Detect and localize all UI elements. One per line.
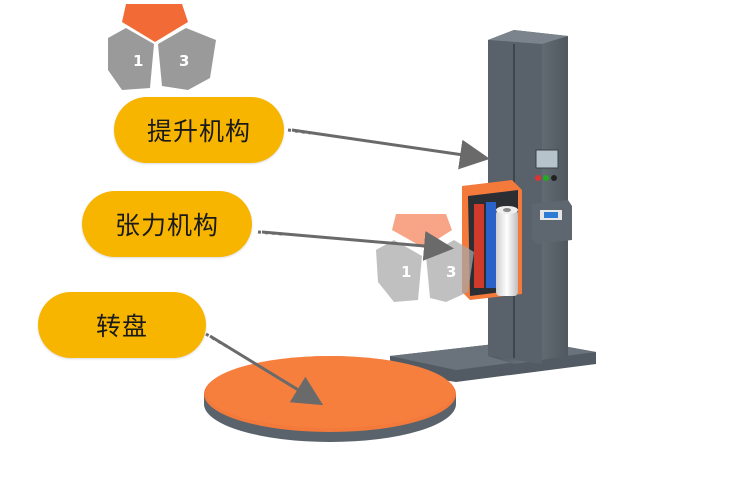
film-roll (496, 210, 518, 296)
control-button (535, 175, 541, 181)
callout-lift-mechanism: 提升机构 (114, 97, 284, 163)
callout-turntable-label: 转盘 (95, 312, 148, 341)
watermark-right-digit: 3 (446, 263, 456, 281)
callout-lift-label: 提升机构 (146, 117, 251, 146)
turntable-arrow (209, 334, 324, 406)
callout-tension-label: 张力机构 (114, 211, 219, 240)
brand-logo: 1 3 (108, 4, 216, 90)
lift-arrow (291, 128, 490, 170)
turntable-arrow-dots (205, 332, 229, 349)
turntable (204, 356, 456, 442)
watermark-logo: 1 3 (376, 214, 474, 302)
film-carriage (462, 180, 522, 300)
watermark-left-digit: 1 (401, 263, 411, 281)
callout-turntable: 转盘 (38, 292, 206, 358)
logo-right-face (158, 28, 216, 90)
logo-left-digit: 1 (133, 52, 143, 70)
control-display (535, 149, 559, 169)
logo-right-digit: 3 (179, 52, 189, 70)
control-button (551, 175, 557, 181)
tension-arrow (261, 230, 454, 261)
control-button (543, 175, 549, 181)
control-box (532, 200, 572, 244)
logo-left-face (108, 28, 154, 90)
callout-tension-mechanism: 张力机构 (82, 191, 252, 257)
logo-top-pentagon (122, 4, 188, 42)
